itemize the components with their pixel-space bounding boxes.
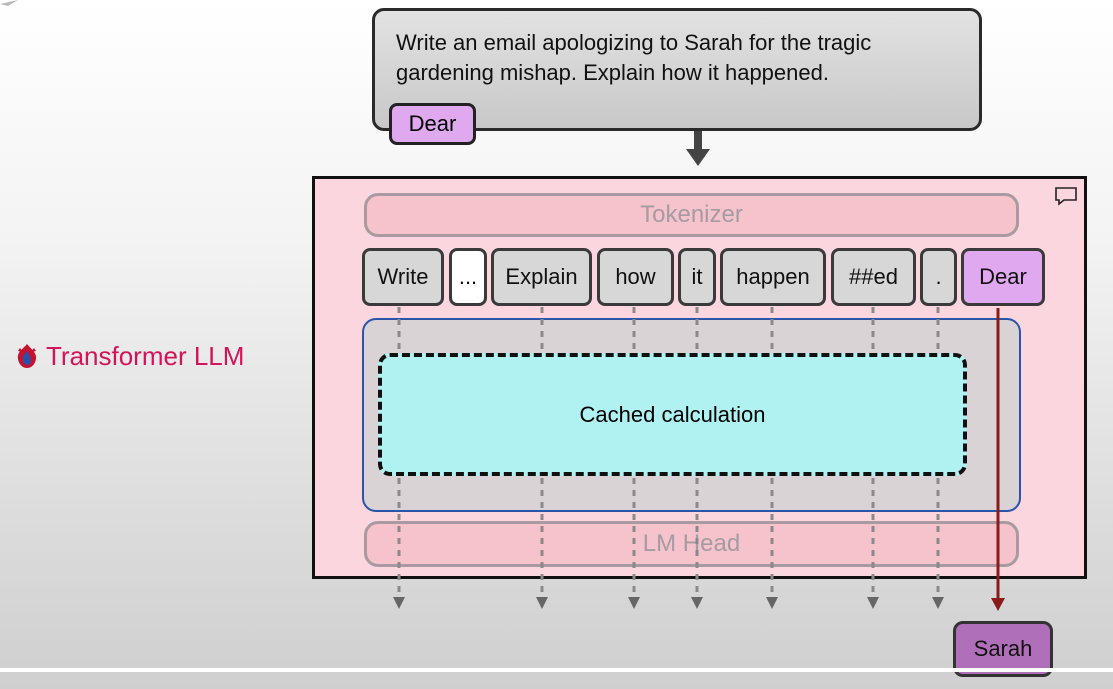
- token-it: it: [678, 248, 716, 306]
- prompt-dear-token: Dear: [389, 103, 476, 145]
- token-ed: ##ed: [831, 248, 916, 306]
- dashed-token-lines: [397, 307, 940, 596]
- flame-logo-icon: [17, 344, 37, 368]
- prompt-line-1: Write an email apologizing to Sarah for …: [396, 30, 872, 55]
- token-period: .: [920, 248, 957, 306]
- cached-calculation-box: Cached calculation: [378, 353, 967, 476]
- prompt-text: Write an email apologizing to Sarah for …: [396, 28, 966, 88]
- token-explain: Explain: [491, 248, 592, 306]
- lm-head-bar: LM Head: [364, 521, 1019, 567]
- corner-decoration: [0, 0, 18, 6]
- dashed-arrow-heads: [393, 597, 944, 609]
- bottom-divider: [0, 668, 1113, 672]
- input-arrow: [686, 131, 710, 166]
- active-token-arrow: [991, 308, 1005, 611]
- token-how: how: [597, 248, 674, 306]
- side-label-text: Transformer LLM: [46, 340, 245, 371]
- output-token-sarah: Sarah: [953, 621, 1053, 677]
- token-write: Write: [362, 248, 444, 306]
- tokenizer-bar: Tokenizer: [364, 193, 1019, 237]
- token-happen: happen: [720, 248, 826, 306]
- comment-icon[interactable]: [1054, 186, 1078, 206]
- token-dear: Dear: [961, 248, 1045, 306]
- transformer-llm-label: Transformer LLM: [14, 338, 244, 374]
- token-ellipsis: ...: [449, 248, 487, 306]
- prompt-line-2: gardening mishap. Explain how it happene…: [396, 60, 829, 85]
